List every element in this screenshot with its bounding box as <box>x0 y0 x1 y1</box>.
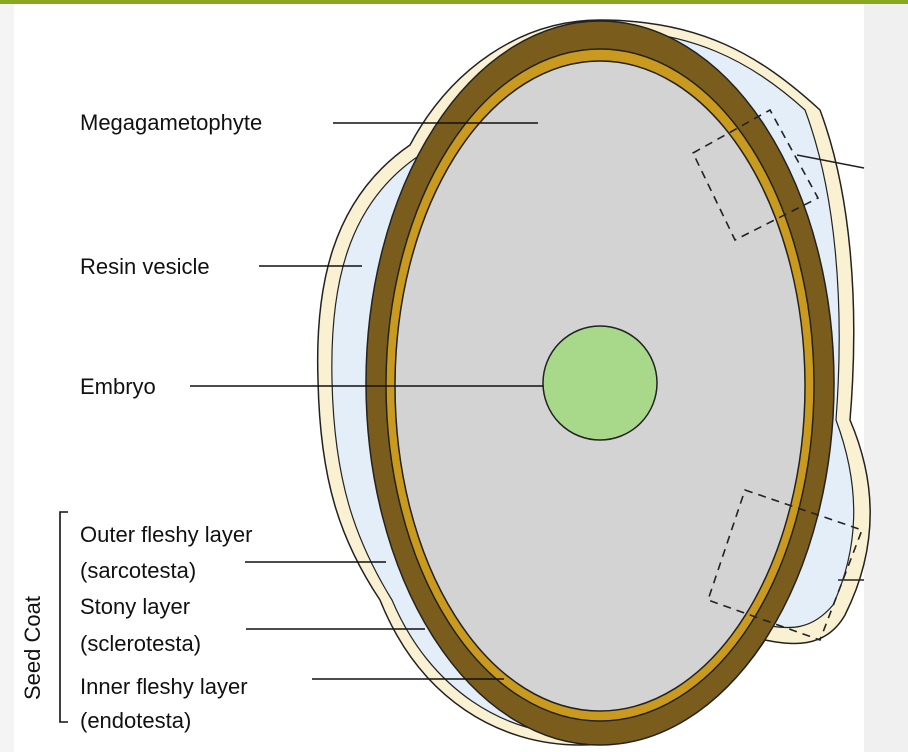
label-resin-vesicle: Resin vesicle <box>80 254 210 279</box>
label-inner-fleshy-line2: (endotesta) <box>80 708 191 733</box>
label-inner-fleshy-line1: Inner fleshy layer <box>80 674 248 699</box>
seed-coat-bracket <box>60 512 68 722</box>
label-outer-fleshy-line2: (sarcotesta) <box>80 558 196 583</box>
label-seed-coat: Seed Coat <box>20 596 45 700</box>
label-megagametophyte: Megagametophyte <box>80 110 262 135</box>
label-embryo: Embryo <box>80 374 156 399</box>
embryo-shape <box>543 326 657 440</box>
label-outer-fleshy-line1: Outer fleshy layer <box>80 522 252 547</box>
label-stony-line2: (sclerotesta) <box>80 631 201 656</box>
label-stony-line1: Stony layer <box>80 594 190 619</box>
